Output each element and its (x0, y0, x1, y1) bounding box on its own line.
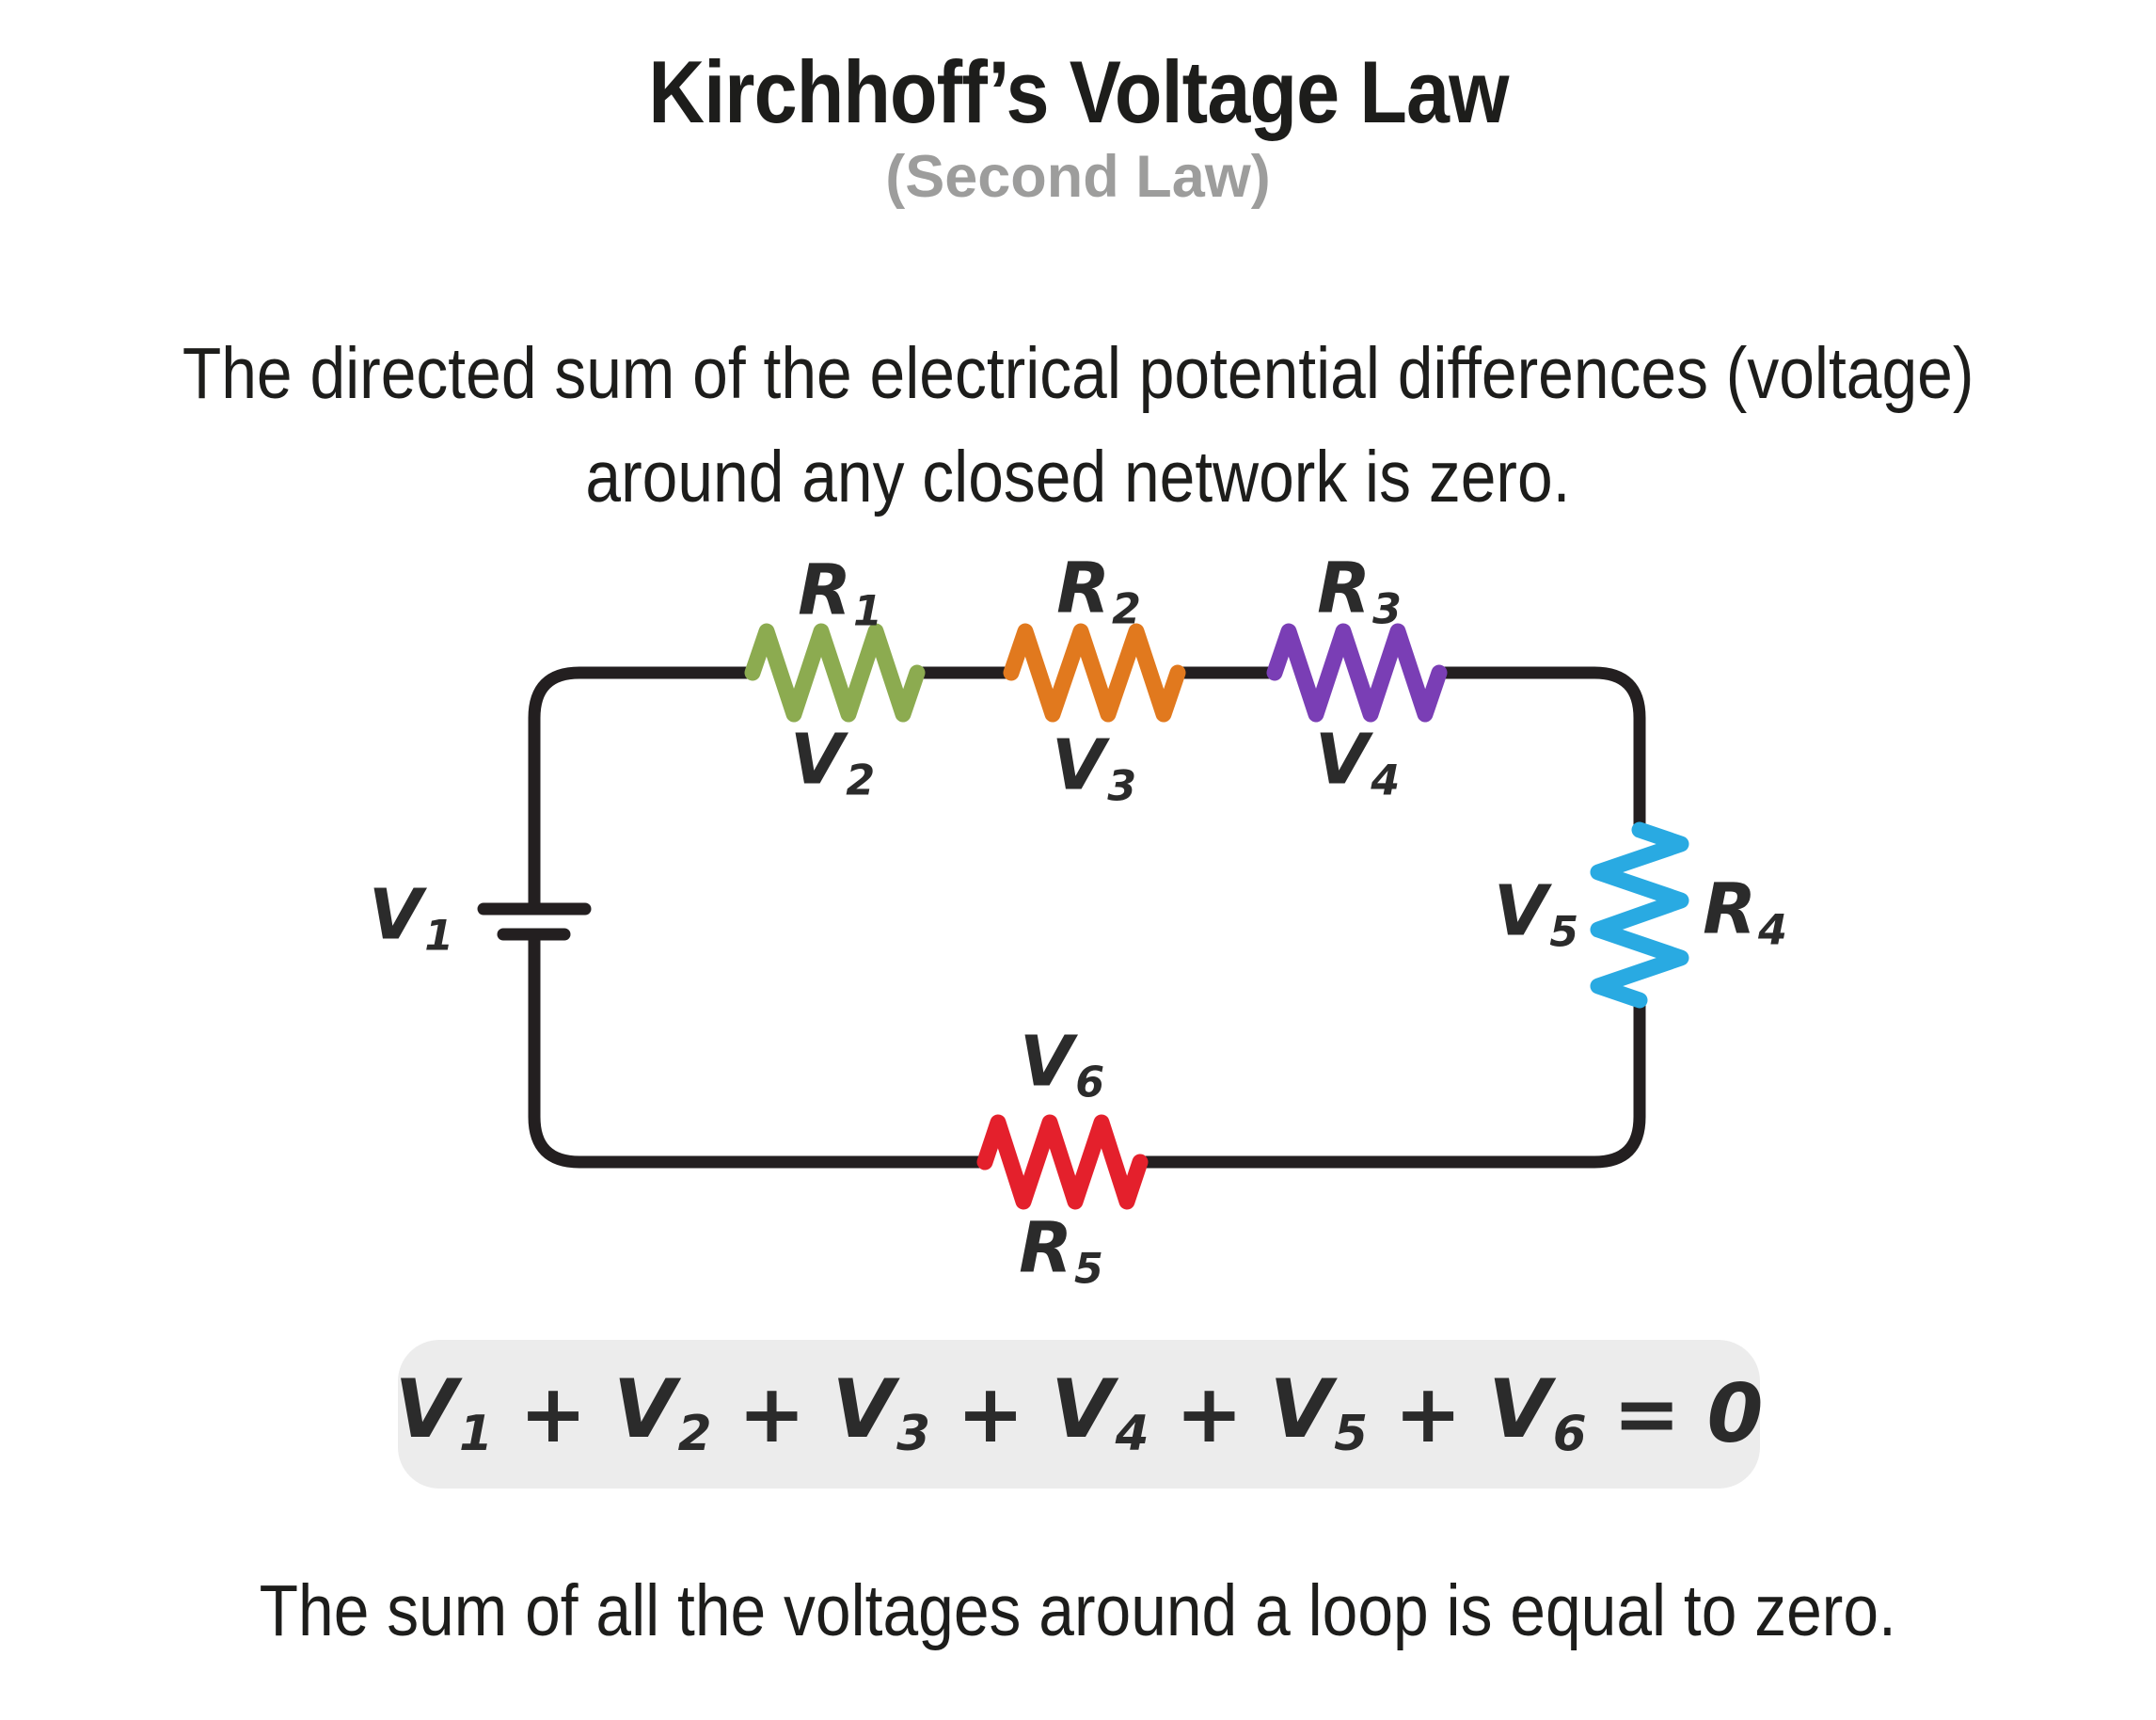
battery-symbol (477, 902, 592, 941)
label-v6: V6 (1019, 1021, 1105, 1108)
label-v3: V3 (1051, 725, 1137, 812)
page-subtitle: (Second Law) (0, 143, 2156, 211)
footer-text: The sum of all the voltages around a loo… (259, 1570, 1897, 1651)
formula-term-v4: V4 (1051, 1362, 1149, 1463)
label-v2: V2 (789, 719, 876, 806)
label-r3: R3 (1317, 548, 1402, 635)
plus-sign: + (957, 1367, 1025, 1461)
formula-term-v1: V1 (394, 1362, 493, 1463)
formula-term-v3: V3 (832, 1362, 931, 1463)
resistor-r3-zigzag (1266, 623, 1448, 723)
label-r4: R4 (1703, 868, 1787, 956)
label-r2: R2 (1056, 548, 1141, 635)
formula-term-v6: V6 (1488, 1362, 1587, 1463)
page-title: Kirchhoff’s Voltage Law (0, 41, 2156, 143)
resistor-r1-zigzag (744, 623, 926, 723)
page-subtitle-text: (Second Law) (885, 144, 1271, 210)
formula-box: V1 + V2 + V3 + V4 + V5 + V6 = 0 (394, 1340, 1764, 1489)
law-description-line2: around any closed network is zero. (585, 437, 1571, 518)
label-r5: R5 (1019, 1207, 1103, 1295)
resistor-r5-zigzag (976, 1114, 1149, 1210)
wire-bottom-right (1133, 994, 1646, 1169)
wire-top-right (1433, 666, 1646, 836)
plus-sign: + (737, 1367, 806, 1461)
equals-sign: = (1612, 1367, 1681, 1461)
plus-sign: + (518, 1367, 588, 1461)
wire-bottom-left (528, 933, 991, 1169)
label-v5: V5 (1493, 870, 1579, 958)
label-v4: V4 (1314, 719, 1401, 806)
law-description-line1: The directed sum of the electrical poten… (182, 333, 1974, 414)
label-r1: R1 (798, 549, 882, 637)
formula-term-v5: V5 (1269, 1362, 1369, 1463)
law-description: The directed sum of the electrical poten… (0, 322, 2156, 529)
wire-top-left (528, 666, 759, 910)
formula-result: 0 (1706, 1367, 1764, 1461)
plus-sign: + (1394, 1367, 1463, 1461)
resistor-r4-zigzag (1590, 821, 1689, 1009)
resistor-r2-zigzag (1003, 623, 1186, 723)
formula-term-v2: V2 (613, 1362, 712, 1463)
plus-sign: + (1175, 1367, 1244, 1461)
label-v1: V1 (368, 874, 454, 962)
page-title-text: Kirchhoff’s Voltage Law (647, 42, 1509, 141)
